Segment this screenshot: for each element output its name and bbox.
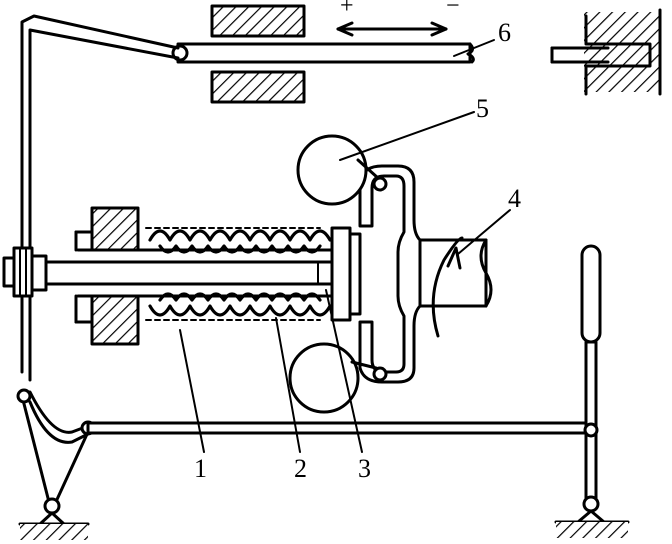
top-guide-lower xyxy=(210,70,306,104)
control-rack xyxy=(176,42,472,64)
drive-shaft-break xyxy=(479,238,493,308)
carrier-pin-top xyxy=(372,176,388,192)
rotation-arrow xyxy=(431,236,464,338)
plus-sign: + xyxy=(340,0,354,19)
spring-upper-coils xyxy=(148,229,332,254)
right-bracket xyxy=(584,8,662,96)
crank-link-left xyxy=(20,394,52,508)
leader-6 xyxy=(453,39,495,57)
part-label-4: 4 xyxy=(508,184,521,213)
weight-carrier xyxy=(358,164,422,384)
leader-3 xyxy=(325,289,363,453)
control-lever-stem xyxy=(584,340,598,504)
rack-broken-end xyxy=(466,42,475,64)
connecting-rod xyxy=(86,421,594,435)
carrier-pin-bottom xyxy=(372,366,388,382)
rotation-arrowhead xyxy=(446,246,462,270)
direction-arrowhead-right xyxy=(430,21,448,37)
right-bracket-hatch xyxy=(584,12,660,92)
spring-plate-face xyxy=(348,232,362,316)
housing-upper-block xyxy=(90,206,140,252)
minus-sign: − xyxy=(446,0,460,19)
drive-shaft xyxy=(418,238,488,308)
flyweight-upper xyxy=(296,134,368,206)
leader-1 xyxy=(179,329,205,453)
leader-4 xyxy=(457,209,511,255)
leader-2 xyxy=(275,317,301,453)
spring-plate xyxy=(330,226,352,322)
direction-arrowhead-left xyxy=(336,21,354,37)
flyweight-arm-upper xyxy=(356,158,380,180)
control-lever-joint xyxy=(583,422,599,438)
adjust-nut xyxy=(12,246,34,298)
adjust-nut-inner xyxy=(30,254,48,292)
leader-5 xyxy=(339,111,475,161)
ground-pivot-left xyxy=(18,497,90,540)
crank-link-right xyxy=(52,430,90,508)
top-guide-upper xyxy=(210,4,306,38)
flyweight-lower xyxy=(288,342,360,414)
flyweight-arm-lower xyxy=(350,360,378,370)
control-lever-handle xyxy=(580,244,602,344)
ground-pivot-right xyxy=(554,495,630,538)
housing-lower-block xyxy=(90,294,140,346)
part-label-2: 2 xyxy=(294,454,307,483)
spring-lower-coils xyxy=(148,292,332,317)
part-label-1: 1 xyxy=(194,454,207,483)
part-label-5: 5 xyxy=(476,94,489,123)
slider-rod xyxy=(44,260,348,286)
crank-pivot xyxy=(16,388,32,404)
part-label-6: 6 xyxy=(498,18,511,47)
left-lever-top xyxy=(20,14,180,374)
part-label-3: 3 xyxy=(358,454,371,483)
